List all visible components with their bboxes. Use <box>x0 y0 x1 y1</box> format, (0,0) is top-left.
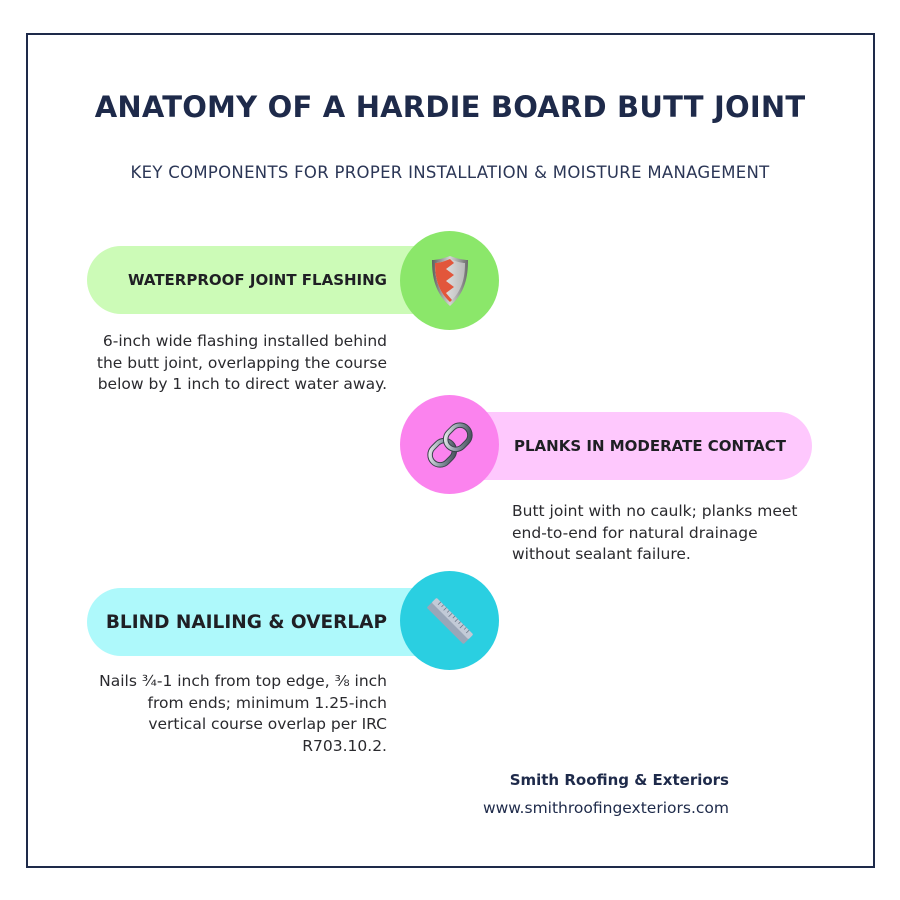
chain-link-icon <box>426 421 473 468</box>
section-icon-badge <box>400 571 499 670</box>
company-name: Smith Roofing & Exteriors <box>509 771 729 789</box>
section-heading: BLIND NAILING & OVERLAP <box>105 611 387 633</box>
shield-icon <box>431 255 468 306</box>
page-title: ANATOMY OF A HARDIE BOARD BUTT JOINT <box>94 90 806 124</box>
section-description: Butt joint with no caulk; planks meet en… <box>512 502 798 563</box>
section-icon-badge <box>400 231 499 330</box>
section-description: Nails ¾-1 inch from top edge, ⅜ inch fro… <box>99 672 387 755</box>
company-website: www.smithroofingexteriors.com <box>482 799 729 817</box>
section-description: 6-inch wide flashing installed behind th… <box>96 332 387 393</box>
page-subtitle: KEY COMPONENTS FOR PROPER INSTALLATION &… <box>130 163 770 182</box>
section-heading: WATERPROOF JOINT FLASHING <box>128 271 387 289</box>
section-heading: PLANKS IN MODERATE CONTACT <box>514 437 787 455</box>
ruler-icon <box>426 597 473 644</box>
section-icon-badge <box>400 395 499 494</box>
